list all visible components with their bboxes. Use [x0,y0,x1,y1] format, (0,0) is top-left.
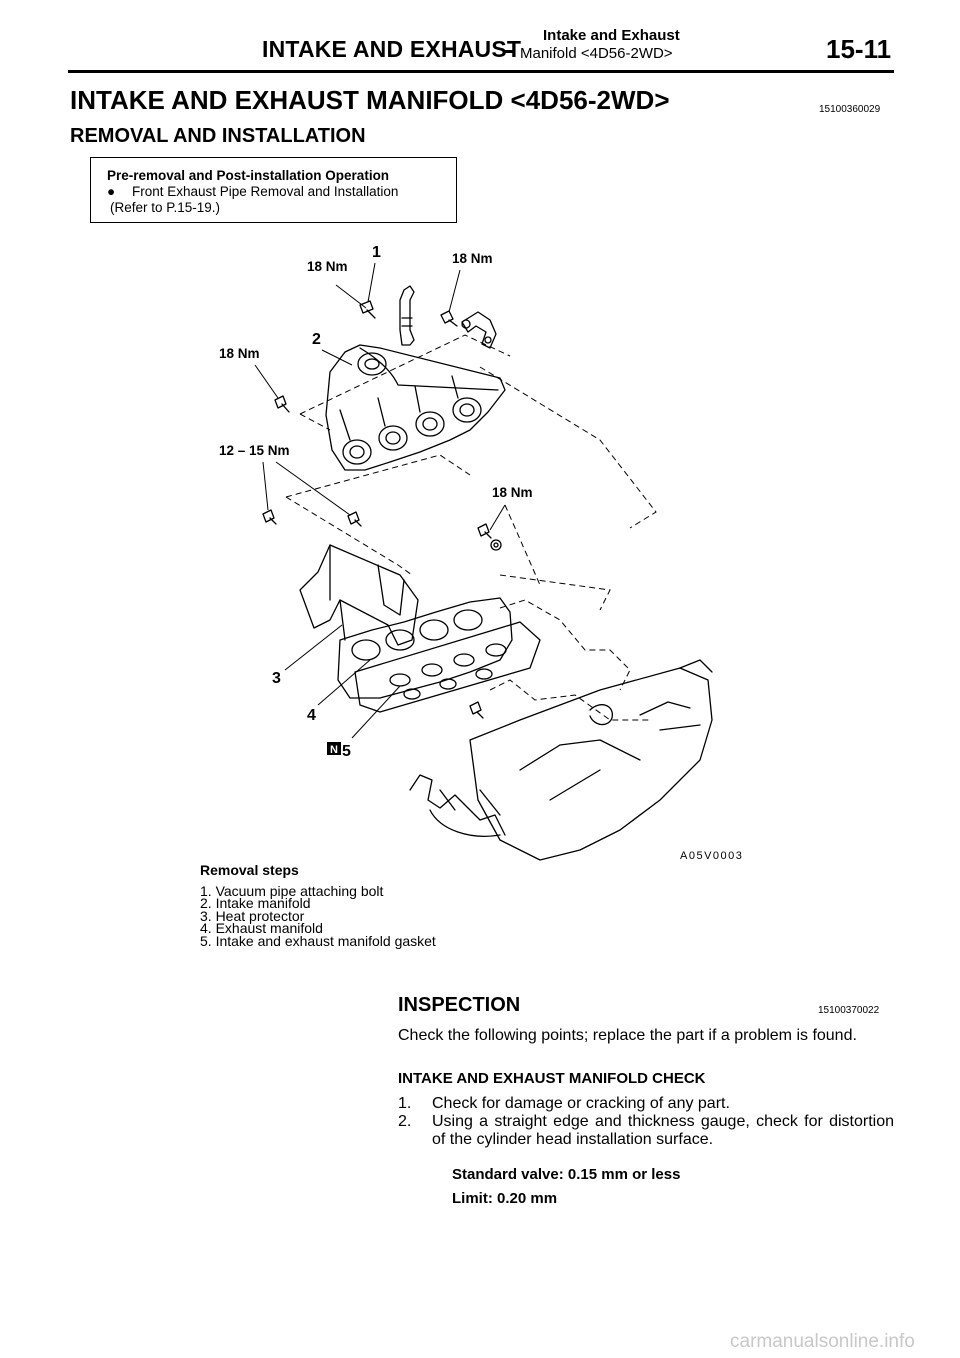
pre-removal-bullet: Front Exhaust Pipe Removal and Installat… [132,184,399,199]
header-rule [68,70,894,73]
torque-label-3: 18 Nm [219,346,260,361]
part-label-2: 2 [312,331,321,348]
torque-label-1: 18 Nm [307,259,348,274]
section-subtitle: REMOVAL AND INSTALLATION [70,125,366,147]
part-label-4: 4 [307,707,316,724]
removal-steps: Removal steps 1. Vacuum pipe attaching b… [200,862,436,949]
list-item: 3. Heat protector [200,907,305,924]
vacuum-pipe-drawing [399,285,415,346]
check-text: Using a straight edge and thickness gaug… [432,1113,894,1148]
header-title: INTAKE AND EXHAUST [262,36,522,62]
pre-removal-box: Pre-removal and Post-installation Operat… [90,157,457,223]
intake-manifold-drawing [325,344,506,471]
check-list: 1. Check for damage or cracking of any p… [398,1095,894,1149]
torque-label-5: 18 Nm [492,485,533,500]
check-number: 1. [398,1095,412,1112]
watermark: carmanualsonline.info [730,1331,915,1352]
list-item: 2. Intake manifold [200,895,311,911]
part-label-1: 1 [372,244,381,261]
check-title: INTAKE AND EXHAUST MANIFOLD CHECK [398,1070,706,1087]
pre-removal-reference: (Refer to P.15-19.) [110,200,221,215]
exploded-view-diagram: 18 Nm 18 Nm 18 Nm 12 – 15 Nm 18 Nm 1 2 3… [219,244,713,861]
list-item: 4. Exhaust manifold [200,920,323,936]
new-part-marker-text: N [330,744,338,756]
limit-value: Limit: 0.20 mm [452,1190,558,1207]
engine-block-drawing [469,667,713,861]
section-code: 15100360029 [819,104,881,115]
part-label-5: 5 [342,743,351,760]
header-subtitle-line1: Intake and Exhaust [543,27,680,44]
header-dash [503,50,514,53]
torque-label-2: 18 Nm [452,251,493,266]
check-text: Check for damage or cracking of any part… [432,1095,730,1112]
list-item: 5. Intake and exhaust manifold gasket [200,932,436,949]
inspection-title: INSPECTION [398,994,521,1016]
list-item: 2. Using a straight edge and thickness g… [398,1113,894,1149]
pre-removal-title: Pre-removal and Post-installation Operat… [107,168,390,183]
section-title: INTAKE AND EXHAUST MANIFOLD <4D56-2WD> [70,85,670,115]
inspection-code: 15100370022 [818,1005,880,1016]
removal-steps-heading: Removal steps [200,862,299,878]
new-part-marker-icon [327,742,341,755]
list-item: 1. Check for damage or cracking of any p… [398,1095,894,1113]
torque-label-4: 12 – 15 Nm [219,443,290,458]
inspection-intro: Check the following points; replace the … [398,1027,857,1044]
list-item: 1. Vacuum pipe attaching bolt [200,882,384,899]
check-number: 2. [398,1113,412,1130]
part-label-3: 3 [272,670,281,687]
heat-protector-drawing [299,544,419,646]
figure-code: A05V0003 [680,850,744,862]
page-number: 15-11 [826,34,892,64]
standard-value: Standard valve: 0.15 mm or less [452,1166,681,1183]
manifold-gasket-drawing [354,621,541,713]
bullet-icon: ● [107,184,116,199]
header-subtitle-line2: Manifold <4D56-2WD> [520,45,673,62]
